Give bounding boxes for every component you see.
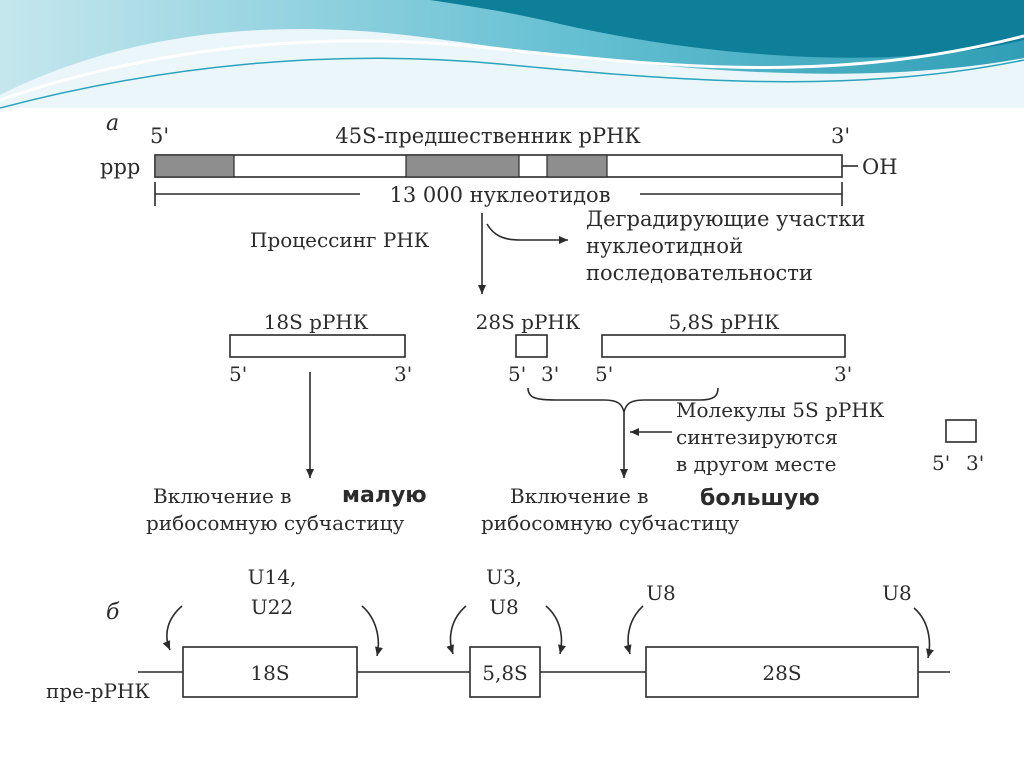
oh-label: OH bbox=[862, 155, 898, 179]
snorna-u8-b: U8 bbox=[882, 581, 912, 605]
small-subunit-word: малую bbox=[342, 483, 427, 508]
snorna-u3-u8-line-1: U3, bbox=[486, 565, 522, 589]
rna-5s-end-3: 3' bbox=[966, 451, 984, 475]
panel-label-a: а bbox=[106, 111, 119, 136]
cleavage-arrow-2 bbox=[361, 605, 383, 657]
molecules-5s-line-2: синтезируются bbox=[676, 425, 838, 449]
rna-18s-end-3: 3' bbox=[394, 362, 412, 386]
degrading-line-1: Деградирующие участки bbox=[586, 207, 865, 231]
cleavage-arrow-4 bbox=[545, 605, 566, 655]
snorna-u3-u8-line-2: U8 bbox=[489, 595, 519, 619]
pre-rrna-28s-box bbox=[645, 646, 919, 698]
rna-18s-box bbox=[229, 334, 406, 358]
rna-58s-end-5: 5' bbox=[595, 362, 613, 386]
pre-rrna-18s-label: 18S bbox=[250, 661, 289, 685]
rna-5s-end-5: 5' bbox=[932, 451, 950, 475]
panel-label-b: б bbox=[106, 600, 120, 625]
snorna-u14-u22-line-2: U22 bbox=[251, 595, 293, 619]
precursor-title: 45S-предшественник рРНК bbox=[335, 124, 640, 148]
rna-28s-box bbox=[515, 334, 548, 358]
large-subunit-word: большую bbox=[700, 486, 820, 511]
rna-28s-end-3: 3' bbox=[541, 362, 559, 386]
degrading-arrow bbox=[486, 223, 568, 244]
pre-rrna-58s-label: 5,8S bbox=[482, 661, 528, 685]
cleavage-arrow-3 bbox=[446, 605, 467, 655]
rna-58s-box bbox=[601, 334, 846, 358]
cleavage-arrow-5 bbox=[623, 605, 644, 655]
part-b: б U14, U22 U3, U8 U8 U8 18S 5,8S 28S пре… bbox=[46, 565, 950, 703]
part-a: а 5' 45S-предшественник рРНК 3' ppp OH 1… bbox=[100, 111, 984, 535]
rna-28s-label: 28S рРНК bbox=[476, 310, 581, 334]
pre-rrna-18s-box bbox=[182, 646, 358, 698]
cleavage-arrow-6 bbox=[913, 607, 934, 659]
precursor-segment-3 bbox=[546, 154, 608, 178]
degrading-line-3: последовательности bbox=[586, 261, 813, 285]
header-decoration bbox=[0, 0, 1024, 109]
rna-28s-end-5: 5' bbox=[508, 362, 526, 386]
pre-rrna-label: пре-рРНК bbox=[46, 679, 150, 703]
length-label: 13 000 нуклеотидов bbox=[389, 183, 610, 207]
end-3-label: 3' bbox=[831, 124, 850, 148]
large-subunit-line2: рибосомную субчастицу bbox=[481, 511, 739, 535]
processing-label: Процессинг РНК bbox=[250, 228, 430, 252]
ppp-label: ppp bbox=[100, 155, 140, 179]
rna-5s-box bbox=[945, 419, 977, 443]
small-subunit-prefix: Включение в bbox=[153, 484, 292, 508]
pre-rrna-58s-box bbox=[469, 646, 541, 698]
molecules-5s-line-3: в другом месте bbox=[676, 452, 836, 476]
rna-18s-label: 18S рРНК bbox=[264, 310, 369, 334]
end-5-label: 5' bbox=[150, 124, 169, 148]
degrading-line-2: нуклеотидной bbox=[586, 234, 743, 258]
large-subunit-prefix: Включение в bbox=[510, 484, 649, 508]
rna-58s-label: 5,8S рРНК bbox=[668, 310, 780, 334]
content-panel bbox=[118, 113, 1000, 711]
molecules-5s-line-1: Молекулы 5S рРНК bbox=[676, 398, 885, 422]
rna-58s-end-3: 3' bbox=[834, 362, 852, 386]
snorna-u8-a: U8 bbox=[646, 581, 676, 605]
cleavage-arrow-1 bbox=[162, 605, 183, 651]
pre-rrna-28s-label: 28S bbox=[762, 661, 801, 685]
precursor-segment-2 bbox=[405, 154, 520, 178]
rna-18s-end-5: 5' bbox=[229, 362, 247, 386]
snorna-u14-u22-line-1: U14, bbox=[248, 565, 297, 589]
precursor-segment-1 bbox=[154, 154, 235, 178]
small-subunit-line2: рибосомную субчастицу bbox=[146, 511, 404, 535]
